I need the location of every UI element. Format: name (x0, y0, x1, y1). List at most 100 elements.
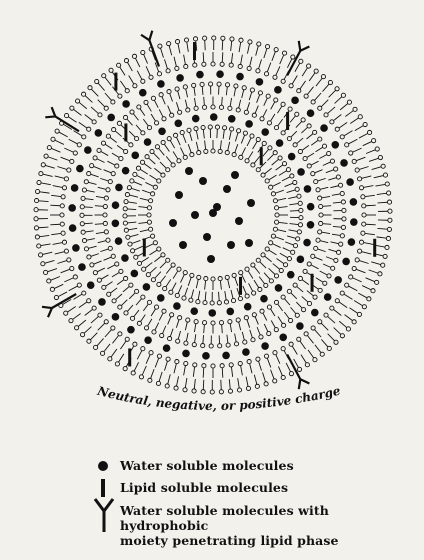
lipid-head (238, 361, 242, 365)
lipid-tail (174, 57, 176, 67)
lipid-soluble-molecule (260, 147, 263, 165)
lipid-tail (269, 250, 276, 255)
lipid-tail (160, 276, 165, 283)
lipid-head (154, 305, 158, 309)
water-molecule (222, 352, 230, 360)
water-molecule (260, 295, 268, 303)
lipid-tail (371, 262, 380, 265)
lipid-head (335, 87, 339, 91)
lipid-tail (165, 59, 168, 68)
lipid-tail (196, 131, 198, 140)
lipid-head (97, 278, 101, 282)
lipid-tail (269, 268, 275, 274)
lipid-tail (287, 236, 295, 238)
lipid-head (39, 172, 43, 176)
lipid-head (278, 156, 282, 160)
lipid-tail (119, 354, 124, 362)
lipid-tail (353, 148, 362, 152)
lipid-tail (264, 98, 267, 106)
lipid-head (336, 250, 340, 254)
lipid-tail (101, 151, 108, 155)
lipid-head (218, 344, 222, 348)
lipid-head (269, 241, 273, 245)
lipid-head (62, 186, 66, 190)
water-molecule (179, 241, 187, 249)
lipid-tail (311, 265, 318, 269)
lipid-head (137, 321, 141, 325)
lipid-tail (112, 336, 118, 344)
lipid-tail (186, 89, 188, 97)
lipid-head (383, 173, 387, 177)
lipid-tail (203, 52, 204, 62)
water-molecule (261, 128, 269, 136)
lipid-tail (222, 325, 223, 333)
lipid-tail (322, 84, 329, 91)
lipid-tail (136, 299, 141, 305)
lipid-head (80, 213, 84, 217)
lipid-head (386, 236, 390, 240)
lipid-head (132, 54, 136, 58)
lipid-head (95, 79, 99, 83)
lipid-head (133, 84, 137, 88)
lipid-head (202, 364, 206, 368)
legend-lipid-label: Lipid soluble molecules (120, 480, 288, 495)
lipid-tail (169, 46, 171, 55)
lipid-tail (255, 317, 258, 325)
lipid-tail (96, 232, 104, 233)
lipid-tail (104, 257, 112, 260)
lipid-tail (180, 147, 184, 155)
lipid-tail (85, 231, 93, 232)
lipid-tail (297, 138, 303, 143)
lipid-head (304, 332, 308, 336)
lipid-head (260, 309, 264, 313)
lipid-head (166, 69, 170, 73)
lipid-head (141, 50, 145, 54)
lipid-head (345, 143, 349, 147)
lipid-tail (159, 372, 162, 381)
lipid-head (55, 129, 59, 133)
lipid-head (107, 292, 111, 296)
lipid-tail (309, 73, 315, 81)
lipid-head (118, 332, 122, 336)
lipid-head (307, 262, 311, 266)
water-molecule (115, 184, 123, 192)
lipid-tail (260, 262, 266, 268)
lipid-tail (178, 285, 182, 293)
lipid-head (189, 298, 193, 302)
lipid-head (265, 247, 269, 251)
lipid-head (335, 127, 339, 131)
lipid-head (352, 266, 356, 270)
lipid-tail (43, 252, 53, 254)
lipid-tail (141, 315, 146, 322)
lipid-head (187, 128, 191, 132)
lipid-head (106, 134, 110, 138)
lipid-head (73, 275, 77, 279)
lipid-tail (178, 91, 180, 99)
lipid-tail (267, 154, 273, 160)
lipid-head (162, 309, 166, 313)
lipid-head (177, 267, 181, 271)
lipid-tail (127, 209, 136, 210)
lipid-tail (302, 280, 309, 285)
lipid-head (298, 276, 302, 280)
lipid-head (274, 328, 278, 332)
lipid-tail (332, 234, 340, 235)
lipid-tail (315, 345, 321, 353)
lipid-head (158, 44, 162, 48)
lipid-tail (328, 334, 335, 341)
lipid-head (161, 140, 165, 144)
lipid-tail (366, 150, 375, 154)
lipid-tail (41, 244, 51, 246)
lipid-head (153, 241, 157, 245)
lipid-head (92, 120, 96, 124)
lipid-head (202, 321, 206, 325)
lipid-head (75, 326, 79, 330)
lipid-tail (231, 367, 232, 377)
lipid-head (313, 295, 317, 299)
lipid-tail (104, 170, 112, 173)
lipid-head (388, 209, 392, 213)
lipid-tail (353, 278, 362, 282)
lipid-head (197, 275, 201, 279)
lipid-tail (333, 226, 341, 227)
lipid-tail (170, 329, 173, 337)
